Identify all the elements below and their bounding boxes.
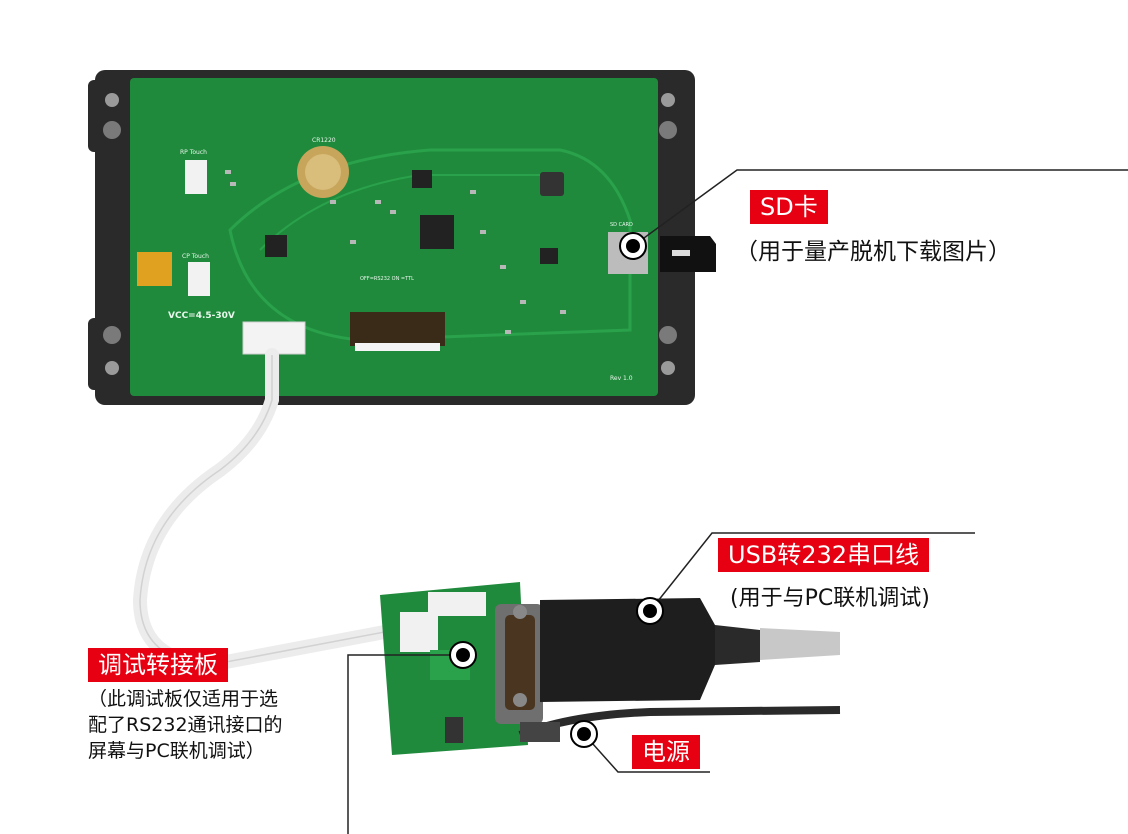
usb-cable-desc: (用于与PC联机调试) — [730, 586, 930, 611]
usb-232-plug — [540, 598, 840, 702]
sd-card-desc: （用于量产脱机下载图片） — [735, 239, 1011, 265]
power-cable — [518, 706, 841, 739]
power-title: 电源 — [632, 735, 700, 769]
adapter-board-title: 调试转接板 — [88, 648, 228, 682]
sd-card — [660, 236, 716, 272]
adapter-board-desc: （此调试板仅适用于选 配了RS232通讯接口的 屏幕与PC联机调试） — [88, 686, 283, 764]
silk-rev: Rev 1.0 — [610, 375, 633, 382]
adapter-board — [380, 582, 543, 755]
silk-cp-touch: CP Touch — [182, 253, 209, 260]
fpc-ribbon — [137, 252, 172, 286]
adapter-desc-line-1: （此调试板仅适用于选 — [88, 688, 279, 710]
target-markers — [449, 232, 664, 748]
adapter-desc-line-2: 配了RS232通讯接口的 — [88, 714, 283, 736]
silk-battery: CR1220 — [312, 137, 336, 144]
sd-card-title: SD卡 — [750, 190, 828, 224]
display-board: VCC=4.5-30V RP Touch CP Touch CR1220 SD … — [88, 70, 695, 405]
mount-tab-bl — [88, 318, 136, 390]
usb-cable-title: USB转232串口线 — [718, 538, 930, 572]
silk-rp-touch: RP Touch — [180, 149, 207, 156]
silk-rs232: OFF=RS232 ON =TTL — [360, 276, 414, 282]
silk-sd-card: SD CARD — [610, 222, 633, 228]
leader-lines — [347, 169, 1128, 834]
mount-tab-tl — [88, 80, 136, 152]
silk-vcc: VCC=4.5-30V — [168, 311, 235, 321]
adapter-desc-line-3: 屏幕与PC联机调试） — [88, 740, 265, 762]
pcb — [130, 78, 658, 396]
